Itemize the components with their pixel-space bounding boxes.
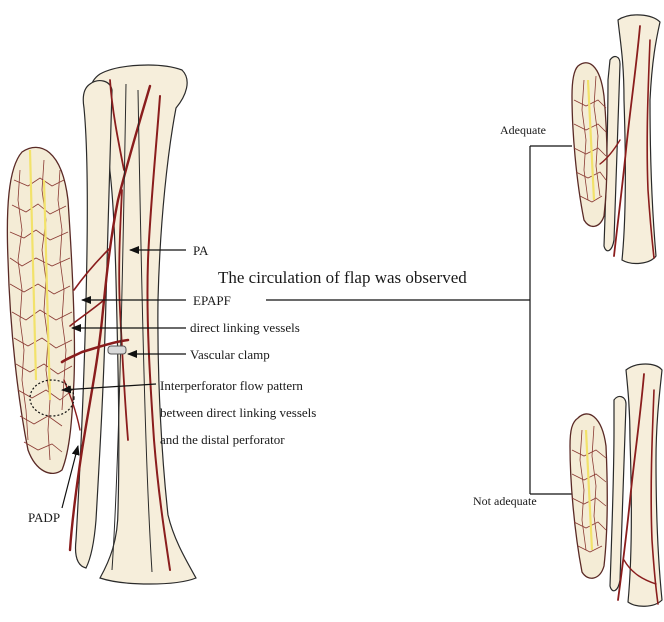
label-not-adequate: Not adequate (473, 494, 537, 508)
label-adequate: Adequate (500, 123, 546, 137)
main-leg-illustration (7, 65, 196, 584)
label-circulation-title: The circulation of flap was observed (218, 268, 467, 287)
vascular-clamp-shape (108, 346, 126, 354)
not-adequate-illustration (570, 364, 662, 606)
adequate-illustration (572, 15, 660, 264)
adequate-flap (572, 63, 607, 227)
outcome-bracket (266, 146, 572, 494)
label-interperforator-line2: between direct linking vessels (160, 405, 316, 420)
label-padp: PADP (28, 510, 60, 525)
label-pa: PA (193, 243, 209, 258)
label-vascular-clamp: Vascular clamp (190, 347, 270, 362)
label-direct-linking-vessels: direct linking vessels (190, 320, 300, 335)
label-interperforator-line1: Interperforator flow pattern (160, 378, 303, 393)
main-fibula (75, 81, 112, 568)
adequate-tibia (618, 15, 660, 264)
label-epapf: EPAPF (193, 293, 231, 308)
label-interperforator-line3: and the distal perforator (160, 432, 285, 447)
